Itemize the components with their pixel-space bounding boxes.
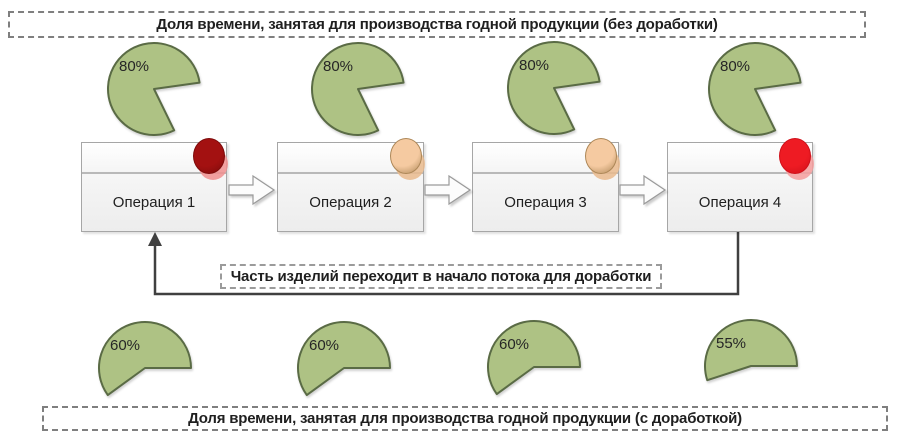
pie-value-label: 80% — [519, 57, 550, 74]
pie-bottom-3: 60% — [484, 317, 584, 417]
right-arrow-icon — [424, 174, 472, 206]
status-dot-icon — [390, 138, 422, 174]
pie-bottom-1: 60% — [95, 318, 195, 418]
top-banner-label: Доля времени, занятая для производства г… — [156, 16, 718, 33]
pie-chart-icon — [487, 319, 581, 396]
status-dot-icon — [585, 138, 617, 174]
operation-label: Операция 3 — [504, 194, 587, 211]
pie-bottom-2: 60% — [294, 318, 394, 418]
flow-arrow-1 — [228, 174, 276, 206]
flow-arrow-2 — [424, 174, 472, 206]
pie-chart-icon — [98, 320, 192, 397]
right-arrow-icon — [228, 174, 276, 206]
pie-chart-icon — [704, 319, 798, 382]
pie-value-label: 80% — [119, 58, 150, 75]
pie-value-label: 60% — [499, 336, 530, 353]
pie-value-label: 55% — [716, 335, 747, 352]
pie-top-4: 80% — [705, 39, 805, 139]
feedback-label-box: Часть изделий переходит в начало потока … — [220, 264, 662, 289]
top-banner: Доля времени, занятая для производства г… — [8, 11, 866, 38]
operation-box-4: Операция 4 — [667, 138, 814, 232]
pie-chart-icon — [311, 42, 405, 136]
status-indicator — [187, 138, 228, 184]
pie-value-label: 60% — [110, 337, 141, 354]
operation-box-3: Операция 3 — [472, 138, 620, 232]
flow-arrow-3 — [619, 174, 667, 206]
operation-box-1: Операция 1 — [81, 138, 228, 232]
pie-value-label: 60% — [309, 337, 340, 354]
status-dot-icon — [193, 138, 225, 174]
status-dot-icon — [779, 138, 811, 174]
pie-bottom-4: 55% — [701, 316, 801, 416]
pie-top-3: 80% — [504, 38, 604, 138]
bottom-banner: Доля времени, занятая для производства г… — [42, 406, 888, 431]
operation-box-2: Операция 2 — [277, 138, 425, 232]
operation-label: Операция 1 — [112, 194, 196, 211]
operation-label: Операция 2 — [309, 194, 392, 211]
pie-top-2: 80% — [308, 39, 408, 139]
right-arrow-icon — [619, 174, 667, 206]
feedback-label-text: Часть изделий переходит в начало потока … — [230, 268, 652, 285]
pie-value-label: 80% — [323, 58, 354, 75]
up-arrow-icon — [148, 232, 162, 246]
operation-label: Операция 4 — [698, 194, 782, 211]
pie-chart-icon — [507, 41, 601, 135]
pie-value-label: 80% — [720, 58, 751, 75]
pie-top-1: 80% — [104, 39, 204, 139]
pie-chart-icon — [107, 42, 201, 136]
pie-chart-icon — [297, 320, 391, 397]
status-indicator — [773, 138, 814, 184]
status-indicator — [384, 138, 425, 184]
pie-chart-icon — [708, 42, 802, 136]
status-indicator — [579, 138, 620, 184]
bottom-banner-label: Доля времени, занятая для производства г… — [188, 410, 742, 427]
